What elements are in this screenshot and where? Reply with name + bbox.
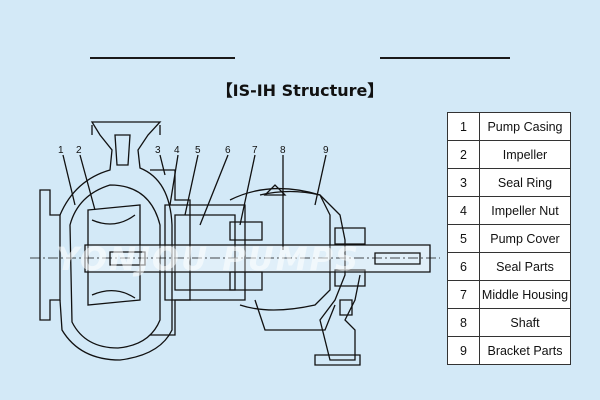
legend-number: 8 bbox=[447, 308, 480, 337]
header-rule-right bbox=[380, 57, 510, 59]
callout-8: 8 bbox=[280, 145, 286, 156]
legend-part-name: Impeller bbox=[479, 140, 571, 169]
legend-part-name: Seal Parts bbox=[479, 252, 571, 281]
callout-9: 9 bbox=[323, 145, 329, 156]
legend-part-name: Bracket Parts bbox=[479, 336, 571, 365]
callout-6: 6 bbox=[225, 145, 231, 156]
legend-number: 4 bbox=[447, 196, 480, 225]
legend-part-name: Shaft bbox=[479, 308, 571, 337]
legend-number: 9 bbox=[447, 336, 480, 365]
legend-number: 3 bbox=[447, 168, 480, 197]
callout-2: 2 bbox=[76, 145, 82, 156]
callout-4: 4 bbox=[174, 145, 180, 156]
impeller bbox=[87, 204, 141, 306]
legend-part-name: Pump Cover bbox=[479, 224, 571, 253]
callout-labels: 1 2 3 4 5 6 7 8 9 bbox=[58, 145, 329, 156]
middle-housing bbox=[164, 204, 246, 301]
callout-5: 5 bbox=[195, 145, 201, 156]
legend-part-name: Pump Casing bbox=[479, 112, 571, 141]
legend-number: 5 bbox=[447, 224, 480, 253]
bracket-parts bbox=[259, 190, 361, 361]
callout-1: 1 bbox=[58, 145, 64, 156]
legend-part-name: Seal Ring bbox=[479, 168, 571, 197]
callout-3: 3 bbox=[155, 145, 161, 156]
legend-number: 6 bbox=[447, 252, 480, 281]
legend-number: 2 bbox=[447, 140, 480, 169]
legend-number: 1 bbox=[447, 112, 480, 141]
callout-7: 7 bbox=[252, 145, 258, 156]
legend-number: 7 bbox=[447, 280, 480, 309]
header-rule-left bbox=[90, 57, 235, 59]
watermark-text: YONJOU PUMPS bbox=[56, 240, 360, 278]
legend-part-name: Middle Housing bbox=[479, 280, 571, 309]
diagram-title: 【IS-IH Structure】 bbox=[216, 81, 384, 100]
shaft bbox=[84, 244, 431, 273]
legend-part-name: Impeller Nut bbox=[479, 196, 571, 225]
